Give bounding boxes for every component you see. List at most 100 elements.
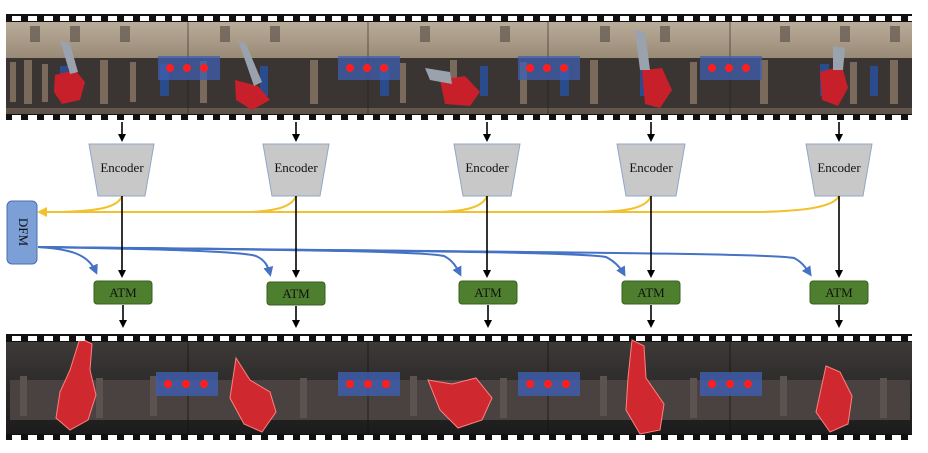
film-sprocket-hole: [364, 16, 373, 21]
film-sprocket-hole: [412, 16, 421, 21]
film-sprocket-hole: [476, 336, 485, 341]
film-sprocket-hole: [172, 336, 181, 341]
film-sprocket-hole: [764, 115, 773, 120]
film-sprocket-hole: [716, 16, 725, 21]
film-sprocket-hole: [732, 16, 741, 21]
film-sprocket-hole: [636, 115, 645, 120]
film-sprocket-hole: [204, 115, 213, 120]
film-sprocket-hole: [12, 336, 21, 341]
film-sprocket-hole: [588, 16, 597, 21]
input-frames-strip: [6, 14, 917, 120]
film-sprocket-hole: [508, 115, 517, 120]
film-sprocket-hole: [268, 16, 277, 21]
film-sprocket-hole: [76, 336, 85, 341]
film-sprocket-hole: [44, 115, 53, 120]
film-sprocket-hole: [444, 435, 453, 440]
film-sprocket-hole: [572, 336, 581, 341]
svg-text:Encoder: Encoder: [465, 160, 509, 175]
film-sprocket-hole: [412, 115, 421, 120]
film-sprocket-hole: [812, 435, 821, 440]
film-sprocket-hole: [700, 16, 709, 21]
film-sprocket-hole: [12, 16, 21, 21]
film-sprocket-hole: [796, 336, 805, 341]
film-sprocket-hole: [764, 16, 773, 21]
film-sprocket-hole: [764, 435, 773, 440]
film-sprocket-hole: [892, 115, 901, 120]
film-sprocket-hole: [492, 115, 501, 120]
film-sprocket-hole: [60, 16, 69, 21]
film-sprocket-hole: [876, 336, 885, 341]
film-sprocket-hole: [460, 115, 469, 120]
encoder-block: Encoder: [805, 143, 873, 197]
film-sprocket-hole: [44, 16, 53, 21]
film-sprocket-hole: [444, 336, 453, 341]
film-sprocket-hole: [124, 16, 133, 21]
film-sprocket-hole: [236, 16, 245, 21]
film-sprocket-hole: [332, 16, 341, 21]
film-sprocket-hole: [908, 16, 917, 21]
film-sprocket-hole: [732, 115, 741, 120]
film-sprocket-hole: [140, 336, 149, 341]
film-sprocket-hole: [492, 16, 501, 21]
output-masks-strip: [6, 334, 917, 440]
film-sprocket-hole: [188, 435, 197, 440]
film-sprocket-hole: [748, 435, 757, 440]
film-sprocket-hole: [780, 336, 789, 341]
film-sprocket-hole: [92, 115, 101, 120]
film-sprocket-hole: [876, 115, 885, 120]
encoder-block: Encoder: [453, 143, 521, 197]
film-sprocket-hole: [44, 336, 53, 341]
film-sprocket-hole: [92, 16, 101, 21]
film-sprocket-hole: [60, 435, 69, 440]
film-sprocket-hole: [668, 336, 677, 341]
film-sprocket-hole: [76, 16, 85, 21]
film-sprocket-hole: [524, 115, 533, 120]
encoder-block: Encoder: [616, 143, 686, 197]
atm-block: ATM: [93, 280, 153, 305]
film-sprocket-hole: [556, 16, 565, 21]
film-sprocket-hole: [748, 16, 757, 21]
film-sprocket-hole: [76, 435, 85, 440]
film-sprocket-hole: [892, 16, 901, 21]
film-sprocket-hole: [684, 115, 693, 120]
film-sprocket-hole: [652, 115, 661, 120]
film-sprocket-hole: [172, 16, 181, 21]
film-sprocket-hole: [540, 435, 549, 440]
ellipsis-marker: [338, 372, 400, 396]
film-sprocket-hole: [124, 115, 133, 120]
film-sprocket-hole: [476, 435, 485, 440]
film-sprocket-hole: [492, 336, 501, 341]
film-sprocket-hole: [828, 115, 837, 120]
ellipsis-marker: [518, 56, 580, 80]
film-sprocket-hole: [668, 435, 677, 440]
svg-text:Encoder: Encoder: [100, 160, 144, 175]
film-sprocket-hole: [748, 115, 757, 120]
film-sprocket-hole: [716, 115, 725, 120]
film-sprocket-hole: [396, 336, 405, 341]
film-sprocket-hole: [620, 435, 629, 440]
film-sprocket-hole: [556, 115, 565, 120]
encoder-to-atm-arrows: [118, 196, 843, 278]
film-sprocket-hole: [476, 16, 485, 21]
film-sprocket-hole: [540, 336, 549, 341]
film-sprocket-hole: [636, 336, 645, 341]
film-sprocket-hole: [172, 435, 181, 440]
film-sprocket-hole: [780, 16, 789, 21]
film-sprocket-hole: [284, 16, 293, 21]
film-sprocket-hole: [140, 16, 149, 21]
film-sprocket-hole: [588, 336, 597, 341]
film-sprocket-hole: [636, 435, 645, 440]
film-sprocket-hole: [428, 435, 437, 440]
film-sprocket-hole: [860, 435, 869, 440]
film-sprocket-hole: [12, 435, 21, 440]
film-sprocket-hole: [716, 435, 725, 440]
encoder-block: Encoder: [262, 143, 330, 197]
film-sprocket-hole: [828, 16, 837, 21]
film-sprocket-hole: [396, 16, 405, 21]
film-sprocket-hole: [572, 16, 581, 21]
film-sprocket-hole: [300, 115, 309, 120]
film-sprocket-hole: [604, 16, 613, 21]
film-sprocket-hole: [284, 435, 293, 440]
film-sprocket-hole: [508, 336, 517, 341]
